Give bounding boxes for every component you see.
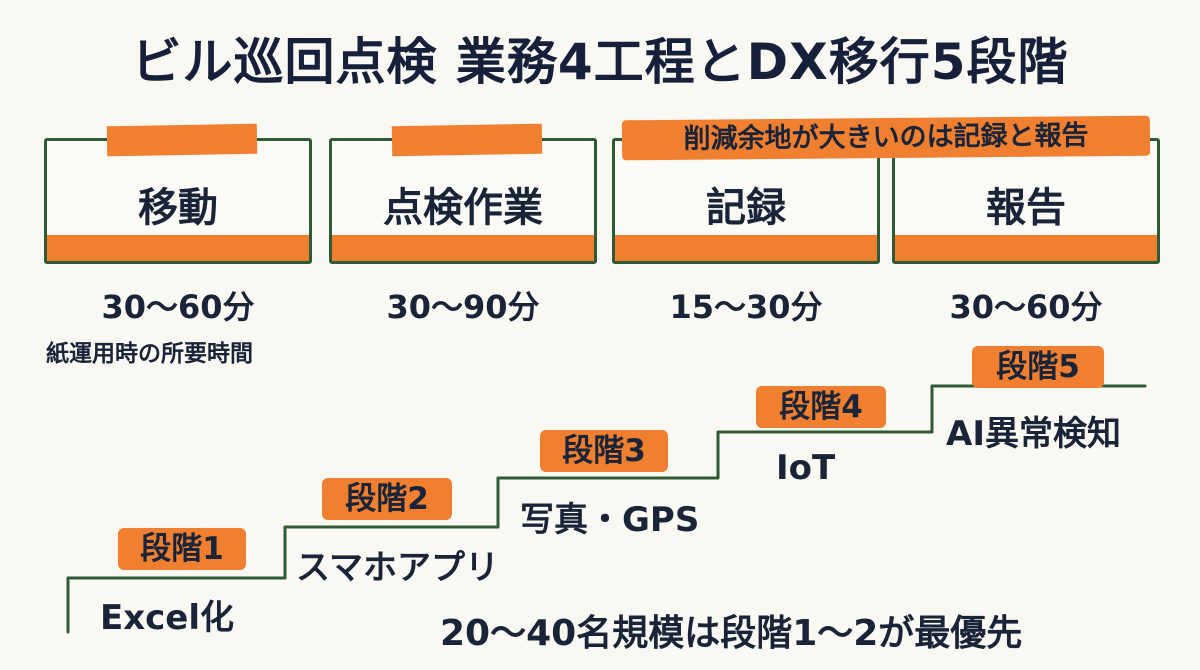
box-accent-band — [895, 235, 1157, 261]
process-box-report: 報告 — [892, 138, 1160, 264]
process-box-move: 移動 — [44, 123, 312, 264]
stage-desc-5: AI異常検知 — [946, 414, 1121, 454]
duration-note: 紙運用時の所要時間 — [46, 341, 253, 367]
stage-tag-1: 段階1 — [118, 528, 246, 570]
process-box-inspection: 点検作業 — [329, 123, 597, 264]
stage-desc-1: Excel化 — [100, 598, 235, 638]
duration-inspection: 30〜90分 — [386, 288, 540, 326]
duration-move: 30〜60分 — [101, 288, 255, 326]
box-accent-band — [47, 235, 309, 261]
process-label: 移動 — [138, 185, 218, 231]
priority-note: 20〜40名規模は段階1〜2が最優先 — [440, 613, 1023, 654]
process-label: 報告 — [986, 185, 1066, 231]
stage-desc-2: スマホアプリ — [296, 548, 499, 588]
stage-tag-4: 段階4 — [756, 386, 886, 428]
box-accent-band — [615, 235, 877, 261]
page-title: ビル巡回点検 業務4工程とDX移行5段階 — [131, 33, 1069, 91]
duration-record: 15〜30分 — [669, 288, 823, 326]
stage-desc-3: 写真・GPS — [520, 500, 700, 540]
process-label: 点検作業 — [383, 185, 543, 231]
stage-tag-3: 段階3 — [540, 430, 668, 472]
stage-tag-2: 段階2 — [322, 478, 452, 520]
box-accent-band — [332, 235, 594, 261]
duration-report: 30〜60分 — [949, 288, 1103, 326]
stage-tag-5: 段階5 — [972, 346, 1104, 388]
stage-desc-4: IoT — [776, 448, 836, 488]
process-label: 記録 — [706, 185, 786, 231]
